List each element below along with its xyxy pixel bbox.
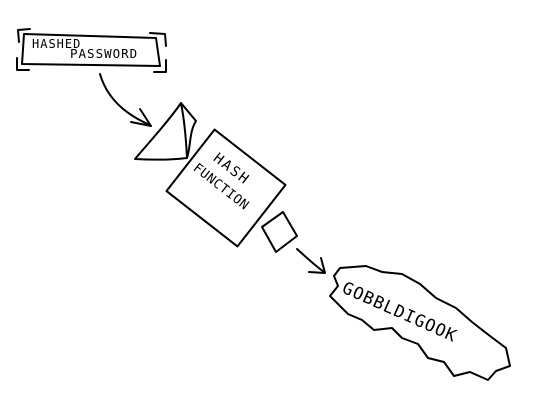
input-arrow-shaft [99,73,151,126]
machine-funnel [134,102,197,161]
machine-funnel-inner [180,102,188,159]
input-label-corner-br [153,59,167,73]
output-arrow-head [308,257,326,274]
input-label: HASHED PASSWORD [16,28,167,73]
output-ticket-shape [329,265,511,381]
input-label-line2: PASSWORD [70,46,138,61]
input-label-corner-tr [149,32,167,47]
input-arrow [99,73,152,127]
input-label-line1: HASHED [32,37,81,51]
input-label-box [21,33,161,67]
output-arrow-shaft [296,248,325,273]
machine-body [165,128,287,248]
input-label-corner-tl [17,28,31,43]
output-arrow [296,248,326,274]
machine-nozzle [261,211,298,253]
input-arrow-head [130,108,152,127]
input-label-corner-bl [16,57,30,71]
hash-function-machine: HASH FUNCTION [134,102,298,253]
output-ticket: GOBBLDIGOOK [329,265,511,381]
